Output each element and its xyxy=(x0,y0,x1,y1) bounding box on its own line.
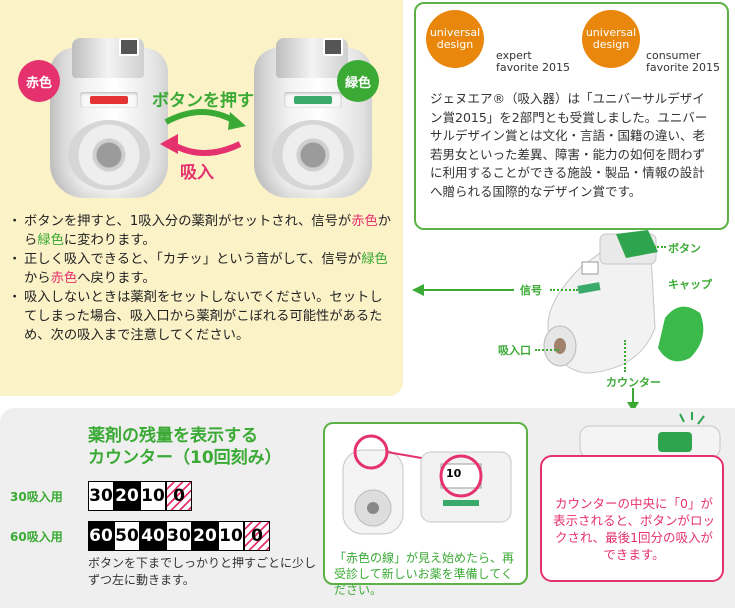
counter-cell: 30 xyxy=(166,521,192,551)
counter-closeup-image xyxy=(342,434,512,535)
counter-cell-zero: 0 xyxy=(166,481,192,511)
inhaler-logo-icon xyxy=(323,38,343,56)
counter-cell: 50 xyxy=(114,521,140,551)
green-signal-tag: 緑色 xyxy=(337,60,379,102)
instruction-bullets: ボタンを押すと、1吸入分の薬剤がセットされ、信号が赤色から緑色に変わります。 正… xyxy=(8,212,394,345)
inhaler-red-signal-image xyxy=(50,38,168,198)
award-description: ジェヌエア®（吸入器）は「ユニバーサルデザイン賞2015」を2部門とも受賞しまし… xyxy=(430,91,708,199)
press-button-label: ボタンを押す xyxy=(152,91,254,111)
counter-cell-zero: 0 xyxy=(244,521,270,551)
inhaler-diagram-image xyxy=(543,230,704,374)
signal-cycle-arrows-icon xyxy=(160,109,246,156)
lock-notice-box xyxy=(540,455,724,582)
inhale-label: 吸入 xyxy=(180,163,214,183)
bullet-item: 吸入しないときは薬剤をセットしないでください。セットしてしまった場合、吸入口から… xyxy=(8,288,394,345)
red-signal-indicator xyxy=(90,96,128,104)
inhaler-locked-image xyxy=(579,412,721,459)
counter-cell: 40 xyxy=(140,521,166,551)
callout-signal: 信号 xyxy=(520,284,542,297)
inhaler-logo-icon xyxy=(119,38,139,56)
row-label-30: 30吸入用 xyxy=(10,490,63,504)
counter-cell: 20 xyxy=(114,481,140,511)
bullet-item: ボタンを押すと、1吸入分の薬剤がセットされ、信号が赤色から緑色に変わります。 xyxy=(8,212,394,250)
row-label-60: 60吸入用 xyxy=(10,530,63,544)
counter-scale-60: 60 50 40 30 20 10 0 xyxy=(88,521,270,551)
callout-button: ボタン xyxy=(668,242,701,255)
counter-scale-30: 30 20 10 0 xyxy=(88,481,192,511)
counter-cell: 10 xyxy=(218,521,244,551)
arrow-left-icon xyxy=(412,284,514,296)
counter-title: 薬剤の残量を表示する カウンター（10回刻み） xyxy=(88,426,282,468)
callout-mouthpiece: 吸入口 xyxy=(498,344,531,357)
red-signal-tag: 赤色 xyxy=(18,60,60,102)
green-signal-indicator xyxy=(294,96,332,104)
callout-counter: カウンター xyxy=(606,376,661,389)
refill-notice-box xyxy=(323,422,528,585)
lock-notice-text: カウンターの中央に「0」が表示されると、ボタンがロックされ、最後1回分の吸入がで… xyxy=(552,496,715,562)
counter-cell: 30 xyxy=(88,481,114,511)
counter-note: ボタンを下までしっかりと押すごとに少しずつ左に動きます。 xyxy=(88,556,317,587)
counter-cell: 20 xyxy=(192,521,218,551)
counter-cell: 60 xyxy=(88,521,114,551)
callout-cap: キャップ xyxy=(668,278,712,291)
refill-notice-text: 「赤色の線」が見え始めたら、再受診して新しいお薬を準備してください。 xyxy=(334,551,515,597)
counter-cell: 10 xyxy=(140,481,166,511)
counter-window-value: 10 xyxy=(446,467,462,480)
arrow-down-icon xyxy=(627,388,639,412)
bullet-item: 正しく吸入できると、「カチッ」という音がして、信号が緑色から赤色へ戻ります。 xyxy=(8,250,394,288)
